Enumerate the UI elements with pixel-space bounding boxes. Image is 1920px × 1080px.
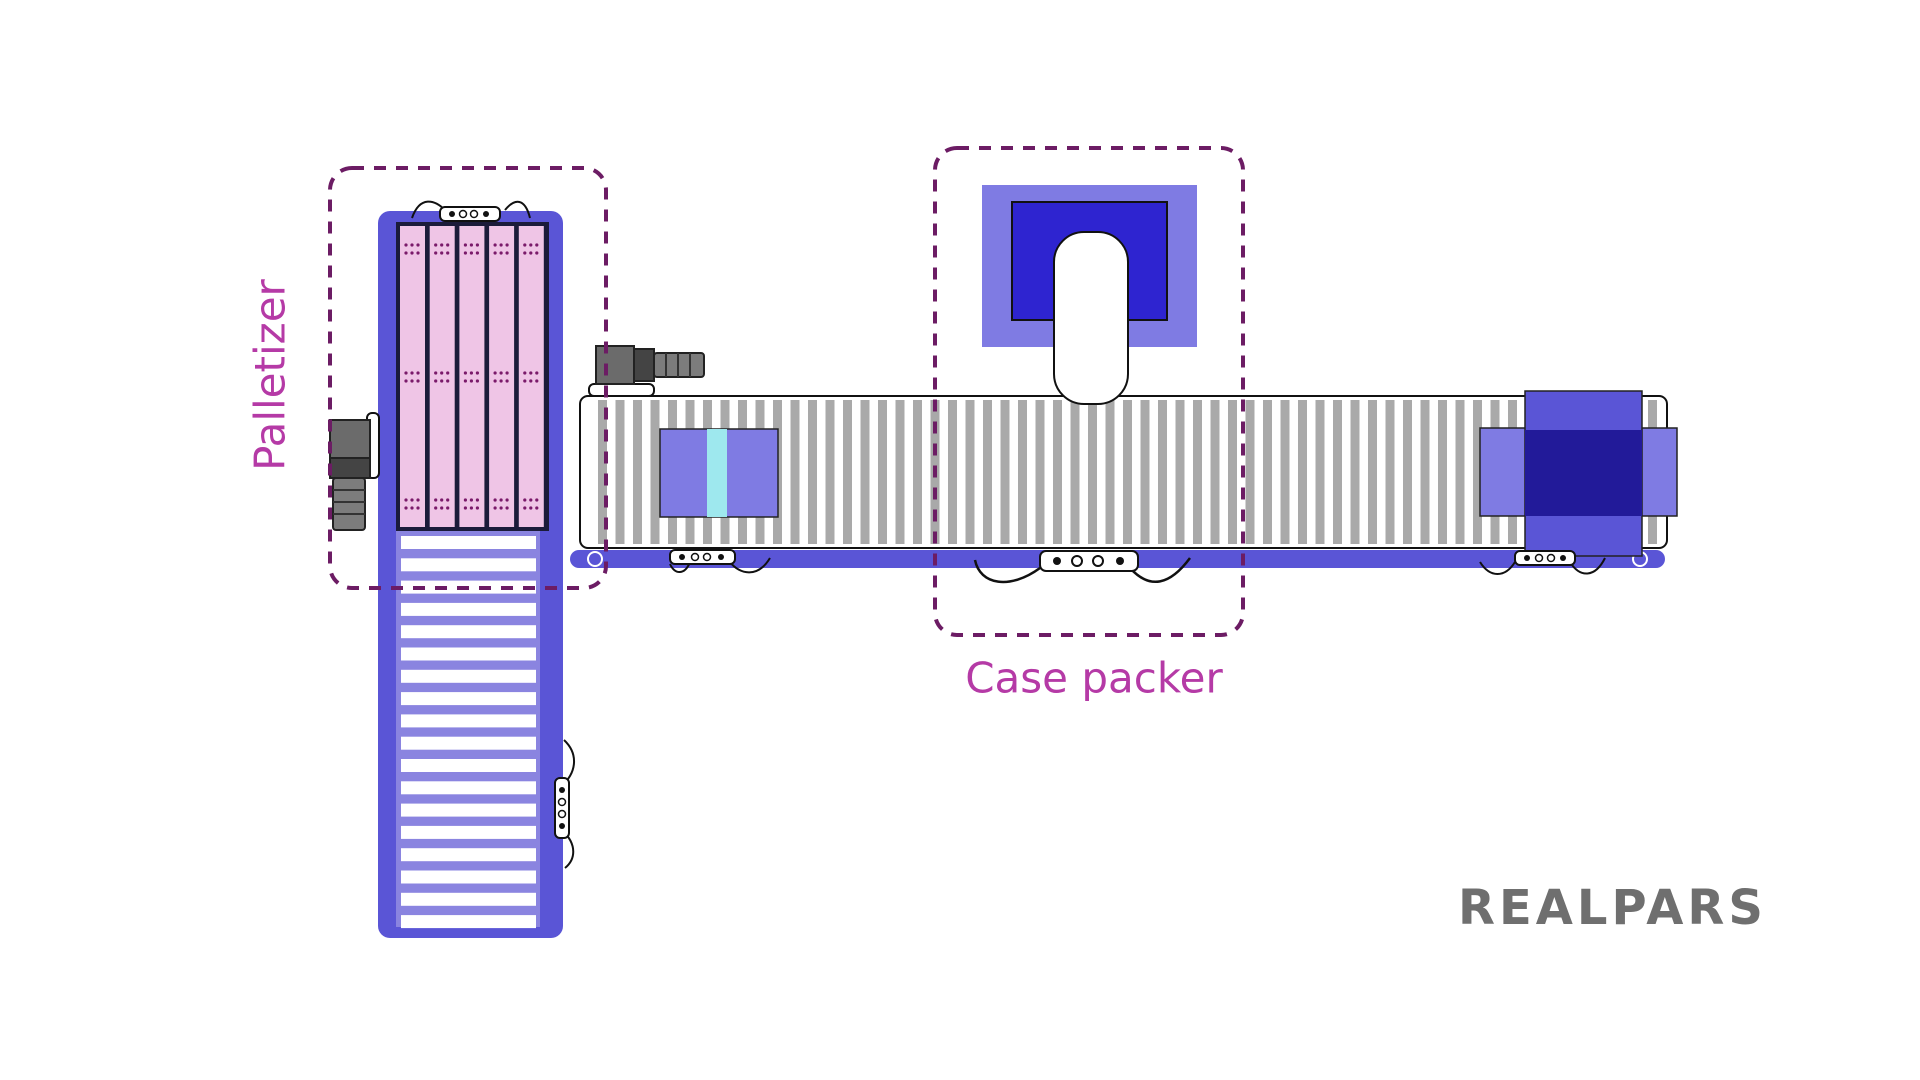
sensor-icon	[669, 549, 771, 574]
conveyor-motor-icon	[329, 412, 380, 531]
case-packer-label: Case packer	[965, 653, 1223, 703]
case-box-icon	[1479, 390, 1678, 557]
palletizer-label: Palletizer	[245, 279, 295, 471]
pallet-icon	[396, 222, 549, 531]
conveyor-motor-icon	[588, 345, 705, 397]
realpars-logo-text: REALPARS	[1458, 880, 1767, 936]
sensor-icon	[411, 200, 531, 222]
case-packer-zone-outline	[933, 146, 1245, 637]
sensor-icon	[1479, 550, 1606, 575]
case-box-icon	[659, 428, 779, 518]
sensor-icon	[973, 550, 1192, 584]
sensor-icon	[554, 739, 575, 869]
robot-arm-icon	[982, 185, 1197, 405]
palletizer-zone-outline	[328, 166, 608, 590]
vertical-conveyor-rollers	[401, 536, 536, 929]
